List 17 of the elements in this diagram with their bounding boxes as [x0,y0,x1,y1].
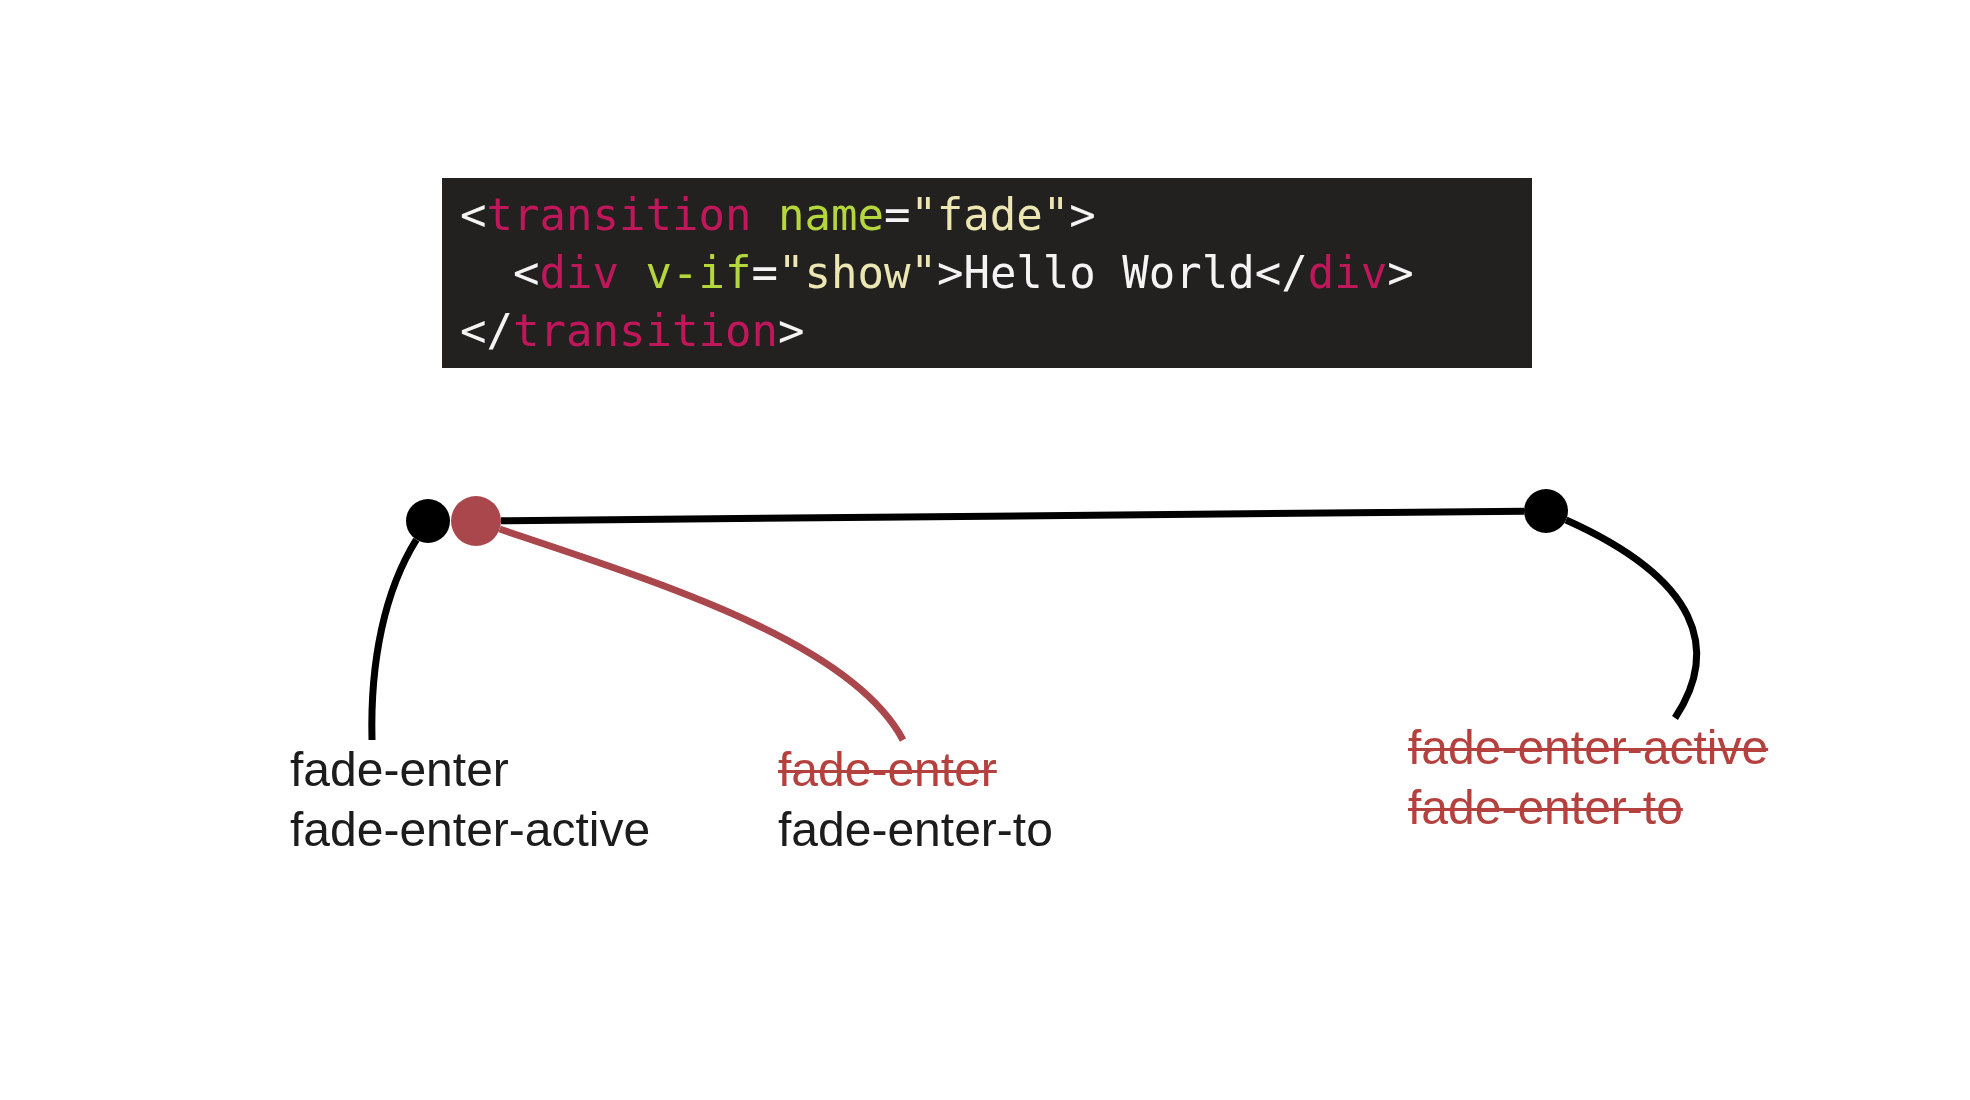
class-name: fade-enter-to [778,802,1053,858]
removed-class-name: fade-enter-active [1408,720,1769,776]
class-name: fade-enter-active [290,802,651,858]
code-line: <div v-if="show">Hello World</div> [512,246,1415,300]
removed-class-name: fade-enter-to [1408,780,1684,836]
class-name: fade-enter [290,742,510,798]
timeline-line [500,507,1525,525]
removed-class-name: fade-enter [778,742,998,798]
code-line: </transition> [460,304,806,358]
timeline-dot [406,499,450,543]
curved-connector [368,537,420,741]
timeline-dot [451,496,501,546]
code-line: <transition name="fade"> [460,188,1097,242]
curved-connector [1564,516,1700,720]
curved-connector [498,525,906,742]
code-block [442,178,1532,368]
timeline-dot [1524,489,1568,533]
